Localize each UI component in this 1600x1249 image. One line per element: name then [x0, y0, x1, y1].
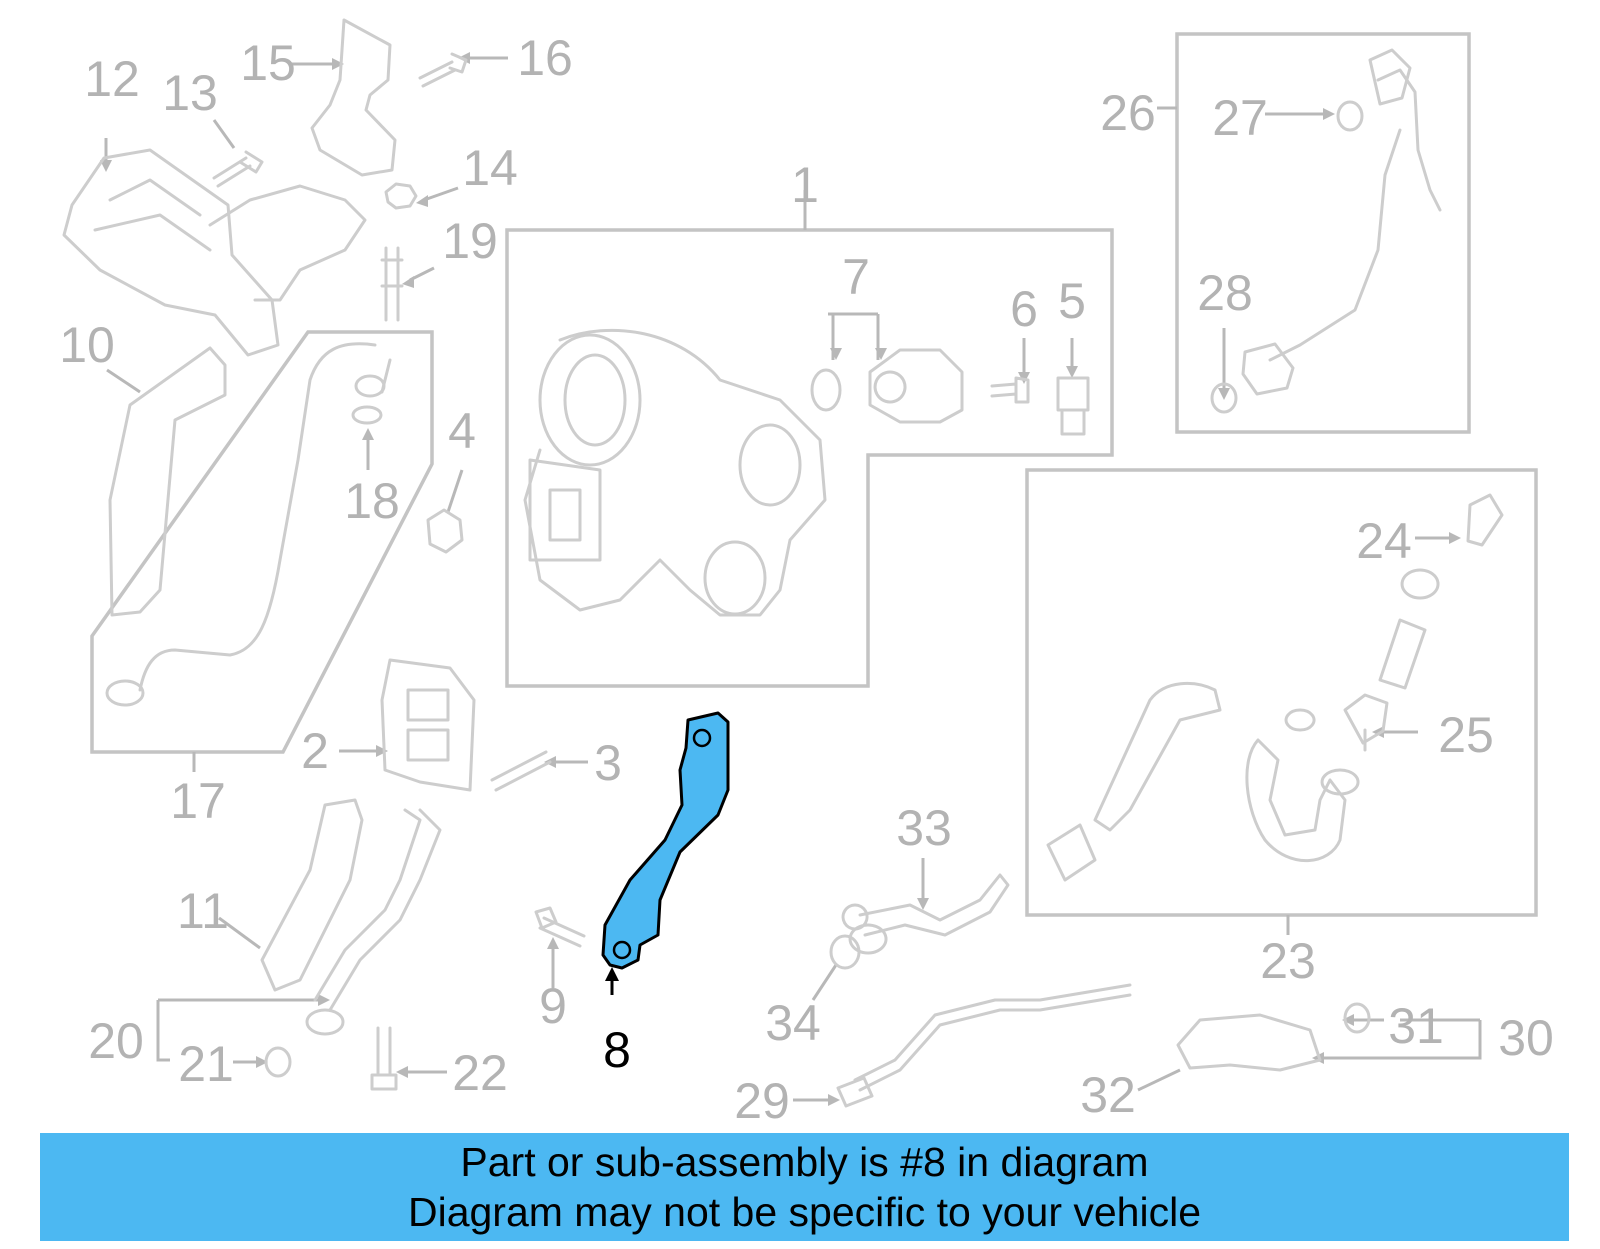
- callout-23: 23: [1260, 933, 1316, 989]
- bolt-9: [534, 906, 586, 948]
- info-banner: Part or sub-assembly is #8 in diagram Di…: [40, 1133, 1569, 1241]
- part-sketches: [62, 18, 1504, 1108]
- banner-line-1: Part or sub-assembly is #8 in diagram: [460, 1139, 1149, 1185]
- callout-30: 30: [1498, 1010, 1554, 1066]
- group-box-26: [1175, 32, 1471, 434]
- callout-22: 22: [452, 1045, 508, 1101]
- pipe-33: [858, 873, 1010, 937]
- callout-7: 7: [842, 249, 870, 305]
- turbocharger-1: [523, 328, 827, 617]
- callout-27: 27: [1212, 90, 1268, 146]
- callout-4: 4: [448, 403, 476, 459]
- water-line-20: [313, 808, 442, 1012]
- callout-34: 34: [765, 995, 821, 1051]
- bracket-8: [601, 711, 730, 995]
- pipe-29: [853, 983, 1132, 1092]
- tee-25: [1343, 693, 1389, 752]
- washer-21: [264, 1046, 292, 1078]
- washer-18: [351, 405, 383, 425]
- callout-19: 19: [442, 213, 498, 269]
- callout-17: 17: [170, 773, 226, 829]
- callout-25: 25: [1438, 707, 1494, 763]
- callout-32: 32: [1080, 1067, 1136, 1123]
- stud-19: [380, 246, 404, 322]
- callout-11: 11: [177, 883, 229, 939]
- gasket-14: [384, 182, 418, 210]
- callout-31: 31: [1388, 998, 1444, 1054]
- callout-21: 21: [178, 1036, 234, 1092]
- callout-18: 18: [344, 473, 400, 529]
- bracket-15: [310, 18, 397, 177]
- callout-33: 33: [896, 800, 952, 856]
- callout-6: 6: [1010, 281, 1038, 337]
- leader-lines: [104, 56, 1482, 1102]
- manifold-outline: [208, 184, 367, 302]
- nut-4: [426, 508, 464, 554]
- shield-11: [260, 798, 364, 992]
- group-box-17: [90, 330, 434, 754]
- callout-16: 16: [517, 30, 573, 86]
- clamp-25a: [1284, 708, 1316, 732]
- callout-24: 24: [1356, 513, 1412, 569]
- banjo-26: [1368, 48, 1412, 106]
- clamp-25b: [1320, 768, 1360, 796]
- actuator-7: [868, 348, 964, 424]
- pipe-30: [1176, 1013, 1322, 1072]
- bolt-13: [212, 150, 264, 188]
- banner-line-2: Diagram may not be specific to your vehi…: [407, 1189, 1201, 1235]
- fitting-33: [841, 903, 888, 955]
- hose-23: [1093, 681, 1222, 832]
- hose-25: [1245, 738, 1347, 863]
- callout-2: 2: [301, 723, 329, 779]
- oil-line-26: [1268, 68, 1442, 362]
- callout-20: 20: [88, 1013, 144, 1069]
- bolt-22: [370, 1026, 398, 1091]
- callout-10: 10: [59, 317, 115, 373]
- connector-24: [1466, 493, 1504, 547]
- clamp-23: [1046, 823, 1097, 882]
- callout-1: 1: [791, 157, 819, 213]
- callout-28: 28: [1197, 265, 1253, 321]
- callout-13: 13: [162, 65, 218, 121]
- group-box-23: [1025, 468, 1538, 917]
- callout-15: 15: [240, 35, 296, 91]
- washer-28: [1210, 382, 1238, 414]
- bolt-6: [990, 376, 1030, 404]
- washer-31: [1343, 1002, 1371, 1034]
- shield-10: [108, 346, 227, 617]
- callout-8: 8: [603, 1022, 631, 1078]
- hose-24: [1378, 618, 1427, 690]
- washer-34: [829, 934, 861, 970]
- o-ring-7: [810, 368, 842, 412]
- fitting-29: [836, 1076, 874, 1108]
- callout-14: 14: [462, 140, 518, 196]
- callout-3: 3: [594, 735, 622, 791]
- callout-29: 29: [734, 1073, 790, 1129]
- bolt-16: [418, 52, 468, 88]
- clamp-24: [1400, 568, 1440, 600]
- fitting-26: [1241, 342, 1295, 396]
- group-box-1: [505, 228, 1114, 688]
- callout-26: 26: [1100, 85, 1156, 141]
- callout-5: 5: [1058, 273, 1086, 329]
- valve-5: [1056, 376, 1090, 436]
- stud-3: [490, 750, 552, 792]
- heat-shield-12: [62, 148, 280, 357]
- callout-12: 12: [84, 51, 140, 107]
- callout-9: 9: [539, 978, 567, 1034]
- leader-arrows: [100, 52, 1461, 1106]
- gasket-2: [380, 658, 476, 792]
- washer-27: [1336, 100, 1364, 132]
